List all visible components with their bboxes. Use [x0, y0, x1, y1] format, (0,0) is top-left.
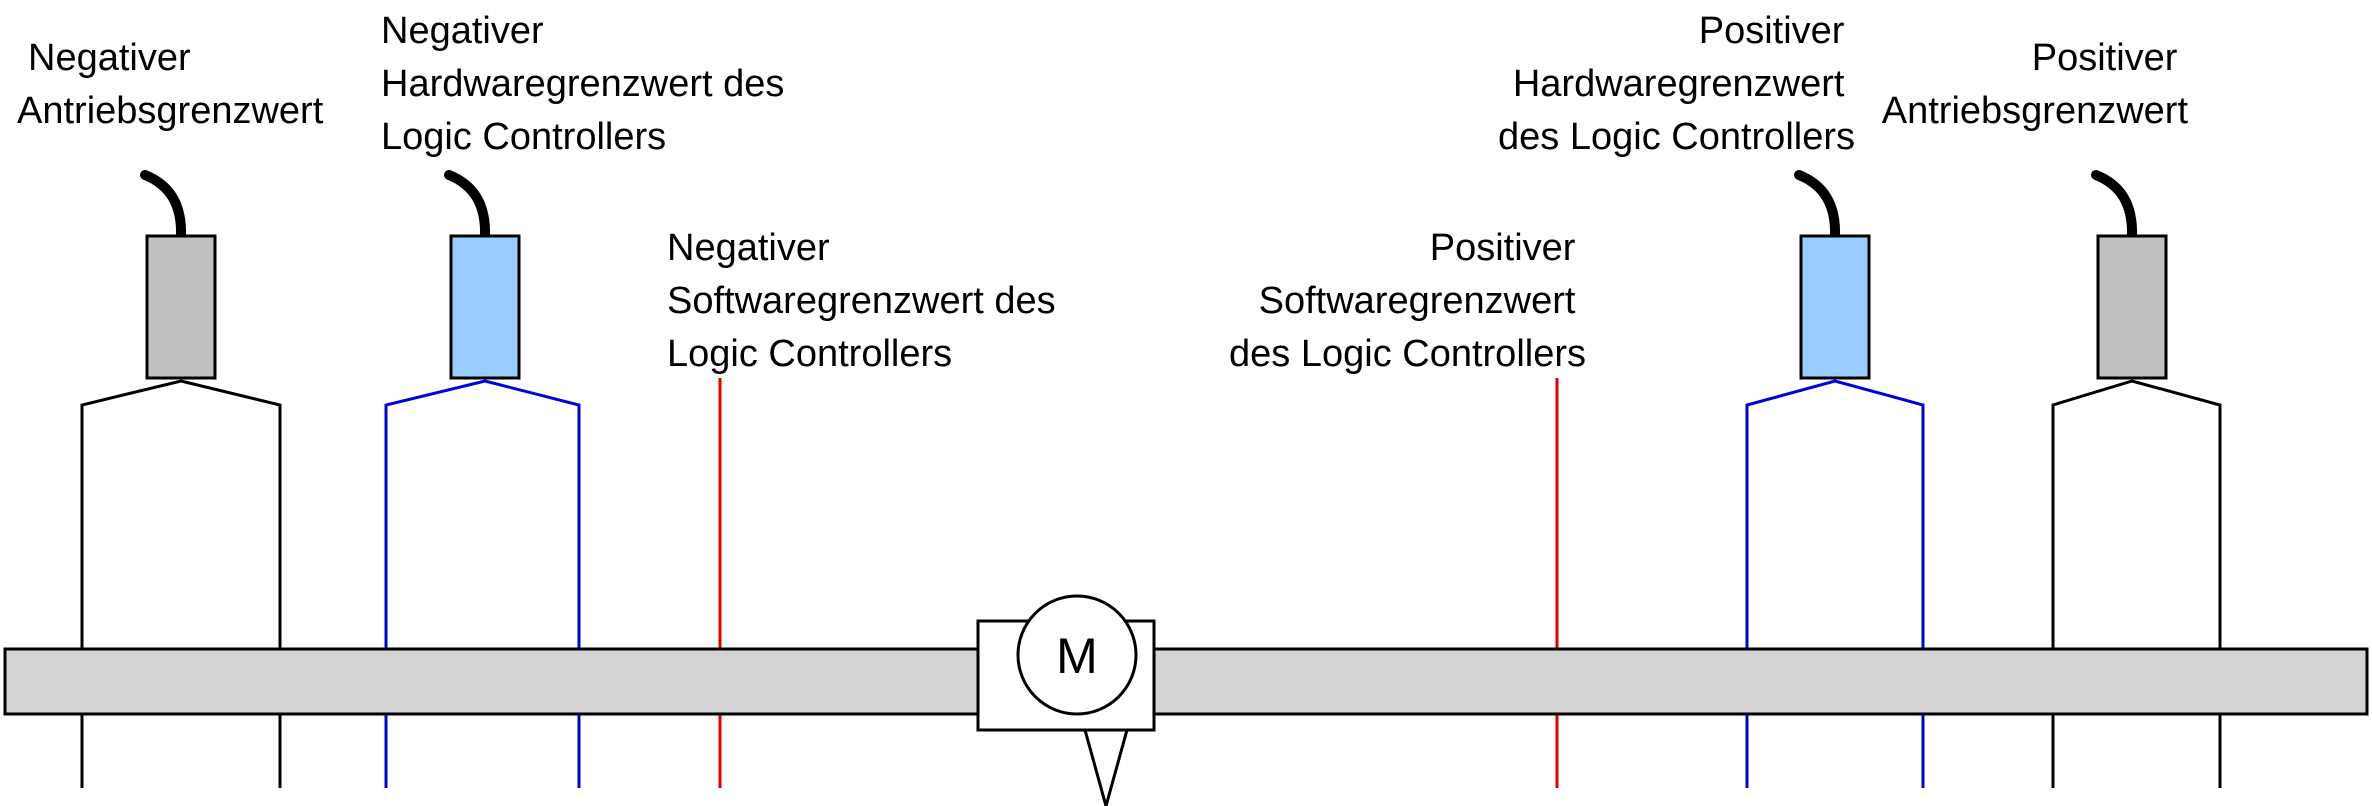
label-negative-hardware-limit: Negativer Hardwaregrenzwert des Logic Co… — [381, 10, 795, 158]
sensor-cable — [140, 170, 187, 241]
hardware-limit-sensor — [1799, 234, 1871, 380]
label-line: Logic Controllers — [667, 333, 952, 375]
label-line: Positiver — [2032, 37, 2178, 79]
drive-limit-bracket — [2051, 379, 2222, 788]
motor-label: M — [1056, 628, 1098, 684]
label-line: Antriebsgrenzwert — [17, 90, 324, 132]
motor-symbol-circle — [1016, 594, 1138, 716]
label-line: Negativer — [381, 10, 544, 52]
svg-text:Positiver Antriebsgrenzw: Positiver Antriebsgrenzwert — [1882, 37, 2189, 132]
label-positive-drive-limit: Positiver Antriebsgrenzwert — [1882, 37, 2189, 132]
label-line: des Logic Controllers — [1498, 116, 1855, 158]
sensor-cable — [2091, 170, 2138, 241]
drive-limit-sensor — [2096, 234, 2168, 380]
label-line: Logic Controllers — [381, 116, 666, 158]
svg-text:Positiver Softwaregrenzw: Positiver Softwaregrenzwert des Logic Co… — [1229, 227, 1586, 375]
label-line: Negativer — [667, 227, 830, 269]
label-line: Antriebsgrenzwert — [1882, 90, 2189, 132]
label-line: des Logic Controllers — [1229, 333, 1586, 375]
label-negative-drive-limit: Negativer Antriebsgrenzwert — [17, 37, 324, 132]
svg-text:Negativer Softwaregrenzw: Negativer Softwaregrenzwert des Logic Co… — [667, 227, 1066, 375]
motor: M — [976, 594, 1156, 806]
svg-text:Negativer Antriebsgrenzw: Negativer Antriebsgrenzwert — [17, 37, 324, 132]
sensor-cable — [1794, 170, 1841, 241]
drive-limit-sensor — [145, 234, 217, 380]
hardware-limit-sensor — [449, 234, 521, 380]
label-line: Positiver — [1430, 227, 1576, 269]
positive-drive-limit-switch — [2051, 170, 2222, 788]
drive-limit-bracket — [80, 379, 282, 788]
linear-axis-rail — [3, 647, 2369, 716]
label-line: Hardwaregrenzwert — [1513, 63, 1845, 105]
label-line: Softwaregrenzwert — [1259, 280, 1576, 322]
negative-hardware-limit-switch — [384, 170, 581, 788]
svg-text:Negativer Hardwaregrenzw: Negativer Hardwaregrenzwert des Logic Co… — [381, 10, 795, 158]
label-line: Hardwaregrenzwert des — [381, 63, 784, 105]
positive-hardware-limit-switch — [1745, 170, 1925, 788]
sensor-cable — [444, 170, 491, 241]
negative-drive-limit-switch — [80, 170, 282, 788]
hardware-limit-bracket — [1745, 379, 1925, 788]
label-negative-software-limit: Negativer Softwaregrenzwert des Logic Co… — [667, 227, 1066, 375]
hardware-limit-bracket — [384, 379, 581, 788]
svg-text:Positiver Hardwaregrenzw: Positiver Hardwaregrenzwert des Logic Co… — [1498, 10, 1855, 158]
label-line: Softwaregrenzwert des — [667, 280, 1056, 322]
label-positive-software-limit: Positiver Softwaregrenzwert des Logic Co… — [1229, 227, 1586, 375]
label-line: Negativer — [28, 37, 191, 79]
label-positive-hardware-limit: Positiver Hardwaregrenzwert des Logic Co… — [1498, 10, 1855, 158]
motor-pointer — [1083, 729, 1129, 806]
label-line: Positiver — [1699, 10, 1845, 52]
